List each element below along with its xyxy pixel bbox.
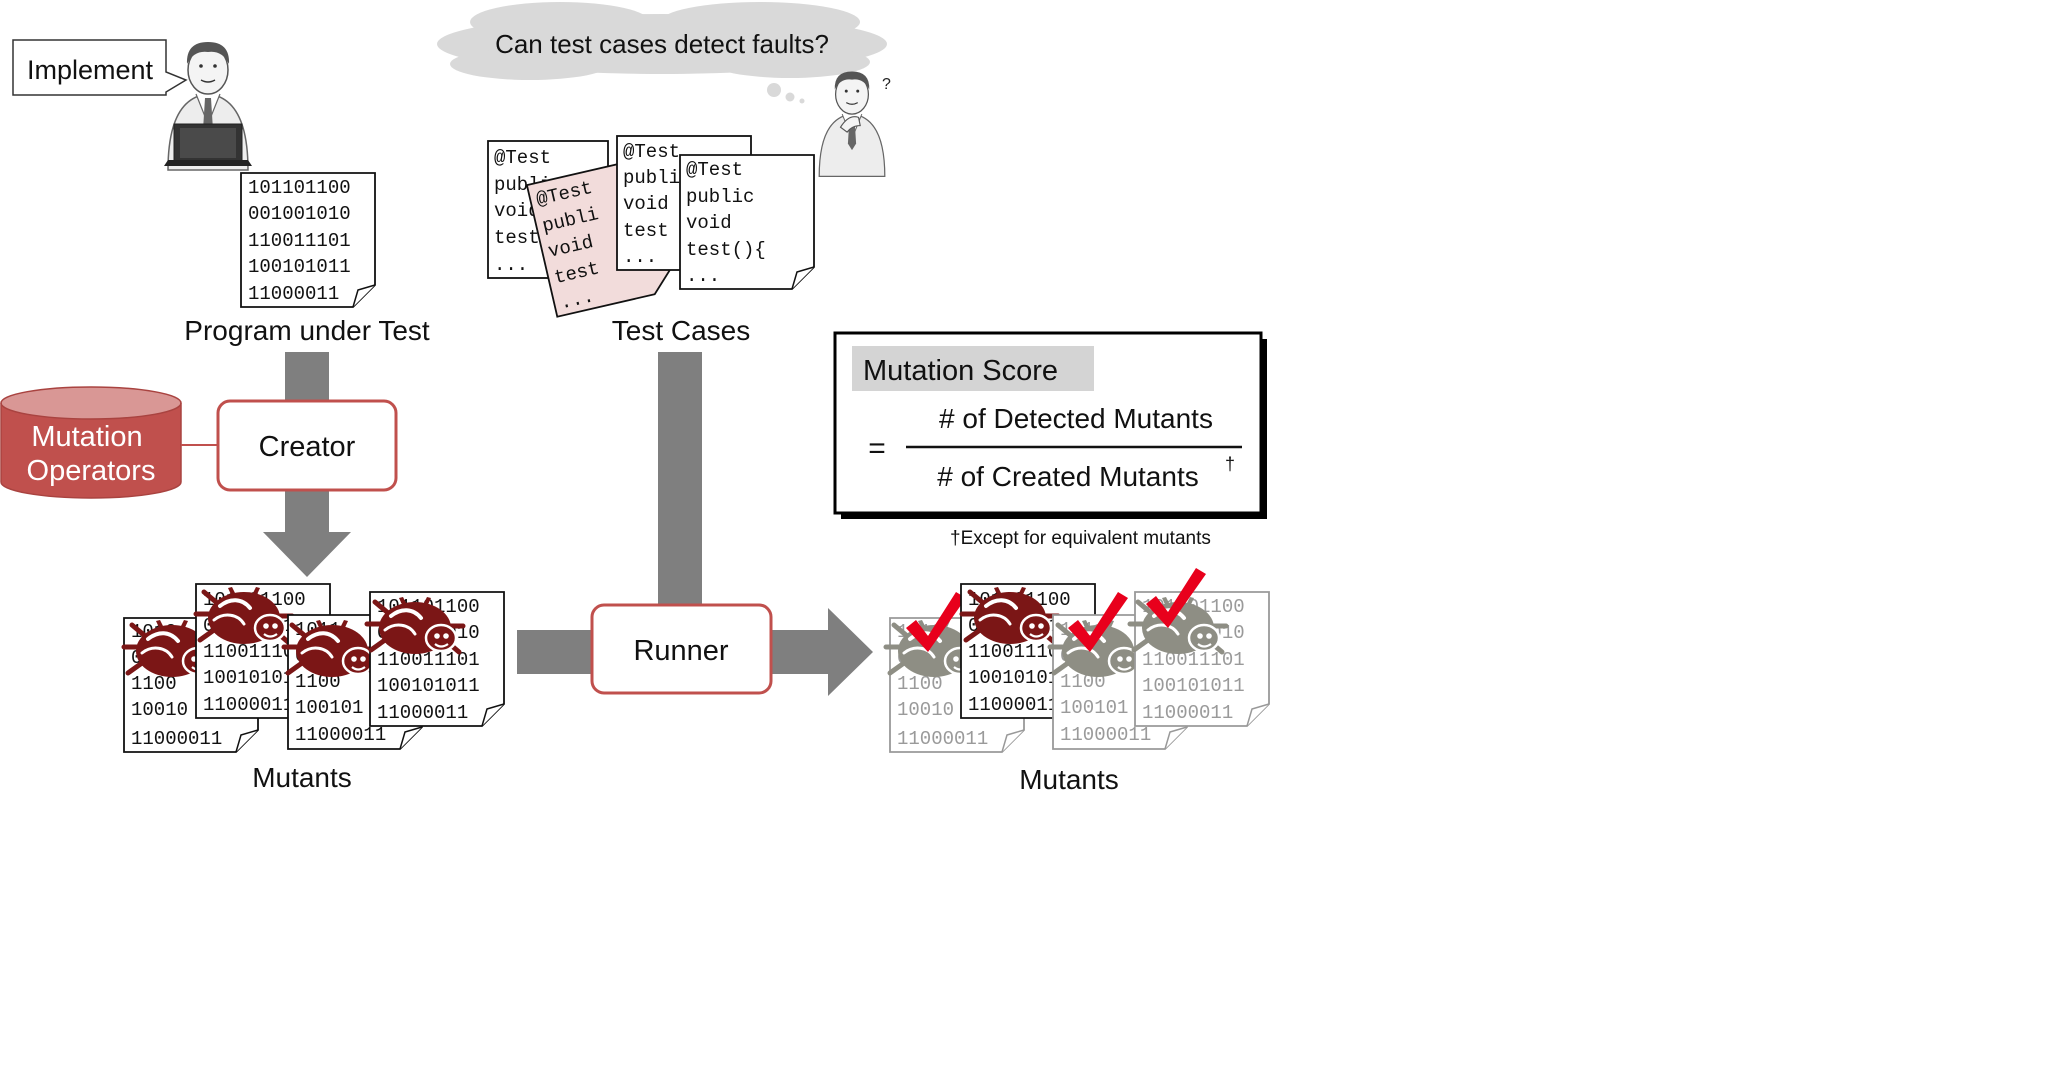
implement-callout: Implement — [12, 39, 188, 96]
svg-text:@Test publi void: @Test publi void test ... — [623, 141, 691, 268]
program-caption: Program under Test — [184, 315, 430, 346]
runner-label: Runner — [633, 635, 728, 667]
mutant-document-4: 101101100 001001010 110011101 100101011 … — [367, 591, 505, 727]
mutation-operators-database: Mutation Operators — [0, 386, 182, 499]
test-case-document-4: @Test public void test(){ ... — [679, 154, 815, 290]
svg-text:101101100 001001010: 101101100 001001010 110011101 100101011 … — [377, 596, 491, 724]
score-dagger: † — [1225, 454, 1235, 474]
svg-text:@Test publi void: @Test publi void test ... — [494, 147, 562, 276]
question-mark: ? — [882, 76, 891, 93]
svg-text:@Test public void: @Test public void test(){ ... — [686, 159, 777, 287]
mutation-score-box: Mutation Score = # of Detected Mutants #… — [833, 331, 1267, 519]
arrow-program-to-creator — [285, 352, 329, 402]
developer-figure — [164, 41, 252, 171]
score-equals: = — [868, 432, 886, 465]
score-denominator: # of Created Mutants — [937, 461, 1198, 492]
creator-label: Creator — [259, 431, 356, 463]
mutants-right-caption: Mutants — [1019, 764, 1119, 795]
arrow-testcases-to-runner — [658, 352, 702, 604]
mutant-result-document-4: 101101100 001001010 110011101 100101011 … — [1130, 568, 1270, 727]
mutants-result-group: 1010 0010 1100 10010 11000011 101101100 … — [886, 568, 1270, 753]
implement-text: Implement — [27, 55, 154, 85]
program-document: 101101100 001001010 110011101 100101011 … — [240, 172, 376, 308]
equivalent-mutants-note: †Except for equivalent mutants — [950, 528, 1211, 549]
arrow-runner-to-results — [772, 608, 873, 696]
operators-line2: Operators — [27, 455, 156, 487]
runner-box: Runner — [590, 603, 773, 695]
arrow-creator-to-mutants — [263, 490, 351, 577]
score-title-background — [852, 346, 1094, 391]
program-code: 101101100 001001010 110011101 100101011 … — [248, 177, 362, 305]
mutants-created-group: 1010 0010 1100 10010 11000011 101101100 … — [124, 583, 505, 753]
test-cases-caption: Test Cases — [612, 315, 751, 346]
flow-arrows — [263, 352, 873, 696]
svg-text:Mutation Operators: Mutation Operators — [27, 421, 156, 487]
thinking-person-figure — [818, 70, 886, 178]
thought-text: Can test cases detect faults? — [495, 29, 829, 59]
thought-cloud: Can test cases detect faults? — [437, 2, 887, 104]
score-title: Mutation Score — [863, 355, 1058, 387]
creator-box: Creator — [216, 399, 398, 492]
arrow-mutants-to-runner — [517, 630, 591, 674]
mutants-left-caption: Mutants — [252, 762, 352, 793]
score-numerator: # of Detected Mutants — [939, 403, 1213, 434]
operators-line1: Mutation — [31, 421, 142, 453]
